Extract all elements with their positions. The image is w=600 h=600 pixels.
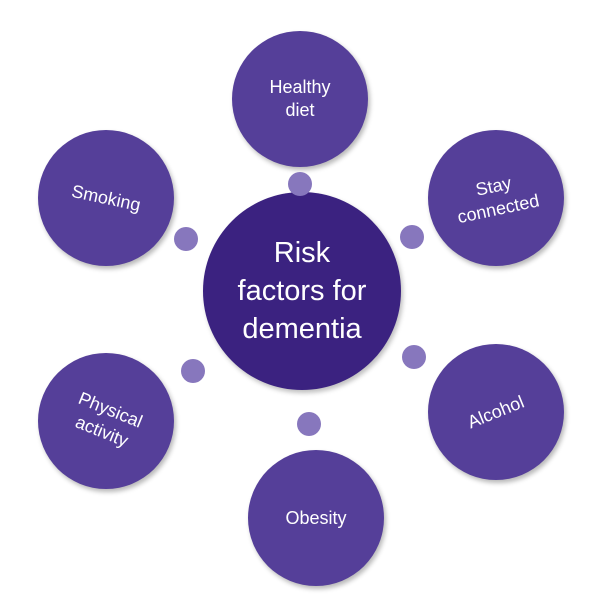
connector-dot-healthy-diet	[288, 172, 312, 196]
factor-stay-connected: Stay connected	[428, 130, 564, 266]
factor-physical-activity: Physical activity	[38, 353, 174, 489]
factor-label-physical-activity: Physical activity	[72, 388, 146, 451]
center-circle: Risk factors for dementia	[203, 192, 401, 390]
connector-dot-smoking	[174, 227, 198, 251]
connector-dot-alcohol	[402, 345, 426, 369]
factor-label-obesity: Obesity	[285, 507, 347, 528]
center-label: Risk factors for dementia	[237, 237, 367, 345]
factor-healthy-diet: Healthy diet	[232, 31, 368, 167]
factor-label-stay-connected: Stay connected	[455, 172, 541, 228]
factor-obesity: Obesity	[248, 450, 384, 586]
connector-dot-obesity	[297, 412, 321, 436]
factor-alcohol: Alcohol	[428, 344, 564, 480]
factor-smoking: Smoking	[38, 130, 174, 266]
connector-dot-physical-activity	[181, 359, 205, 383]
factor-label-alcohol: Alcohol	[464, 391, 527, 432]
factor-label-healthy-diet: Healthy diet	[269, 77, 331, 120]
connector-dot-stay-connected	[400, 225, 424, 249]
factor-label-smoking: Smoking	[69, 180, 143, 215]
